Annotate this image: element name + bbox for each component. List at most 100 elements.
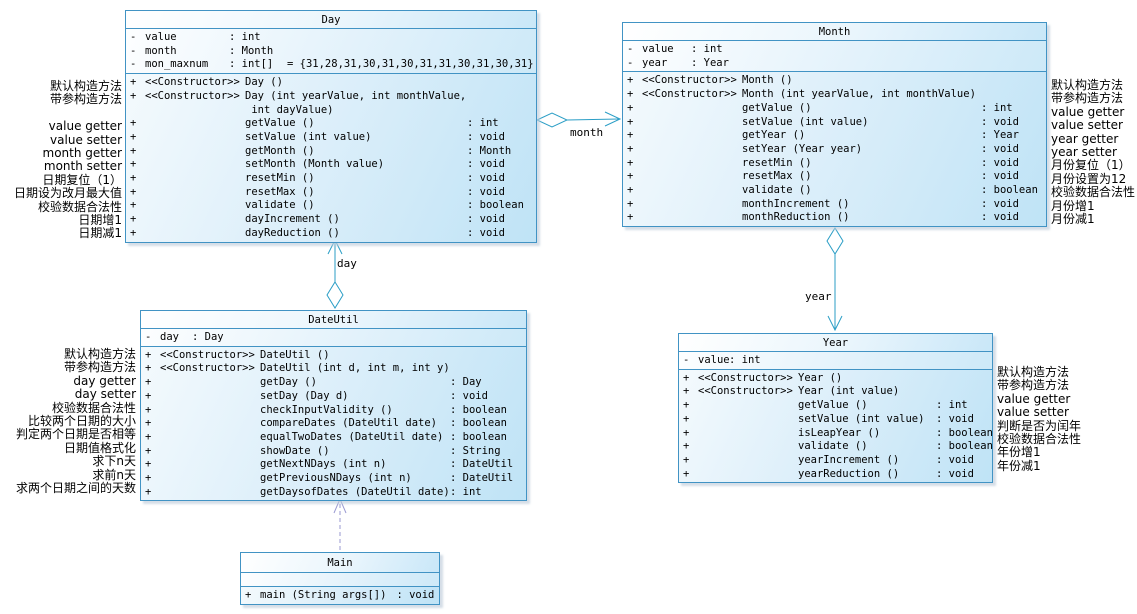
method-row: +setDay (Day d): void	[145, 389, 488, 402]
class-box-month[interactable]: Month -value: int -year: Year +<<Constru…	[622, 22, 1047, 228]
class-title: Day	[126, 11, 536, 29]
annotation-line: 默认构造方法	[49, 79, 122, 93]
method-row: +validate (): boolean	[130, 199, 524, 212]
class-title: DateUtil	[141, 311, 526, 329]
edge-label-day: day	[337, 257, 357, 270]
method-row: +getValue (): int	[683, 399, 968, 412]
annotation-line: month setter	[43, 159, 122, 174]
aggregation-month-year	[826, 227, 844, 332]
class-title: Month	[623, 23, 1046, 41]
methods-compartment: +<<Constructor>>DateUtil () +<<Construct…	[141, 346, 526, 501]
method-row: +getDaysofDates (DateUtil date): int	[145, 485, 482, 498]
annotation-line: month getter	[42, 146, 123, 161]
method-row: +resetMax (): void	[627, 170, 1019, 183]
method-row: +<<Constructor>>Month (int yearValue, in…	[627, 88, 976, 101]
annotation-line: value getter	[997, 391, 1071, 406]
method-row: +setValue (int value): void	[130, 130, 505, 143]
attribute-row: -mon_maxnum: int[]= {31,28,31,30,31,30,3…	[130, 58, 534, 71]
methods-compartment: +<<Constructor>>Day () +<<Constructor>>D…	[126, 74, 536, 242]
annotation-line: value getter	[1051, 104, 1125, 119]
annotation-line: 日期减1	[78, 226, 122, 241]
method-row: +<<Constructor>>DateUtil (int d, int m, …	[145, 362, 450, 375]
method-row: +<<Constructor>>Year ()	[683, 371, 843, 384]
attribute-row: -value: int	[130, 31, 261, 43]
method-row: +resetMax (): void	[130, 185, 505, 198]
annotation-line: 默认构造方法	[1051, 78, 1124, 92]
annotation-line: value setter	[50, 132, 122, 147]
attribute-row: -month: Month	[130, 44, 274, 57]
annotation-line: 月份设置为12	[1051, 171, 1127, 186]
dependency-main-dateutil	[333, 497, 347, 550]
method-row: +getNextNDays (int n): DateUtil	[145, 458, 514, 471]
methods-compartment: +<<Constructor>>Month () +<<Constructor>…	[623, 72, 1046, 227]
aggregation-day-month	[535, 111, 622, 128]
attribute-row: -value: int	[683, 354, 761, 366]
method-row: +<<Constructor>>Year (int value)	[683, 385, 900, 398]
annotation-line: 默认构造方法	[997, 365, 1070, 379]
method-row: +validate (): boolean	[627, 184, 1038, 197]
attributes-compartment: -day: Day	[141, 329, 526, 347]
class-title: Main	[241, 553, 439, 573]
method-row: +setYear (Year year): void	[627, 142, 1019, 155]
method-row: +getValue (): int	[627, 101, 1013, 114]
aggregation-dateutil-day	[326, 238, 344, 309]
class-box-day[interactable]: Day -value: int -month: Month -mon_maxnu…	[125, 10, 537, 243]
annotation-line: 年份减1	[997, 458, 1041, 473]
attribute-row: -day: Day	[145, 331, 224, 343]
class-box-dateutil[interactable]: DateUtil -day: Day +<<Constructor>>DateU…	[140, 310, 527, 502]
annotation-line	[0, 107, 122, 120]
method-row: +<<Constructor>>Day ()	[130, 76, 283, 89]
annotation-line: 月份复位（1）	[1051, 158, 1131, 173]
method-row: +resetMin (): void	[130, 172, 505, 185]
annotation-line: 日期复位（1）	[42, 172, 122, 187]
method-row: +monthIncrement (): void	[627, 197, 1019, 210]
annotation-line: 求两个日期之间的天数	[15, 481, 136, 496]
attribute-row: -year: Year	[627, 56, 729, 69]
method-row: +<<Constructor>>Month ()	[627, 74, 793, 87]
annotation-line: 带参构造方法	[1051, 91, 1124, 106]
annotation-line: year setter	[1051, 145, 1117, 160]
annotation-line: 年份增1	[997, 445, 1041, 460]
method-row: +getYear (): Year	[627, 129, 1019, 142]
method-row: +isLeapYear (): boolean	[683, 426, 993, 439]
annotation-line: 日期值格式化	[63, 440, 136, 455]
annotation-line: 日期设为改月最大值	[13, 186, 122, 201]
method-row: +monthReduction (): void	[627, 211, 1019, 224]
annotation-line: 判定两个日期是否相等	[15, 427, 136, 442]
method-row: +getValue (): int	[130, 117, 499, 130]
method-row: +resetMin (): void	[627, 156, 1019, 169]
method-row: +<<Constructor>>DateUtil ()	[145, 348, 330, 361]
method-row: +setValue (int value): void	[683, 412, 974, 425]
method-row: +dayReduction (): void	[130, 226, 505, 239]
class-box-year[interactable]: Year -value: int +<<Constructor>>Year ()…	[678, 333, 993, 484]
method-row: +compareDates (DateUtil date): boolean	[145, 417, 507, 430]
method-row: +yearReduction (): void	[683, 467, 974, 480]
annotation-line: 校验数据合法性	[51, 400, 136, 415]
annotation-line: day getter	[73, 373, 136, 388]
annotation-line: 月份减1	[1051, 212, 1095, 227]
class-title: Year	[679, 334, 992, 352]
annotation-line: day setter	[74, 387, 136, 402]
edge-label-month: month	[570, 126, 604, 139]
attribute-row: -value: int	[627, 43, 723, 55]
class-box-main[interactable]: Main +main (String args[]): void	[240, 552, 440, 605]
methods-compartment: +main (String args[]): void	[241, 587, 439, 604]
method-row: +equalTwoDates (DateUtil date): boolean	[145, 430, 507, 443]
annotation-line: value getter	[48, 119, 122, 134]
method-row: +main (String args[]): void	[245, 589, 435, 601]
annotation-line: 带参构造方法	[63, 360, 136, 375]
annotation-line: 日期增1	[78, 213, 122, 228]
annotation-line: 校验数据合法性	[37, 199, 122, 214]
method-row: +setMonth (Month value): void	[130, 158, 505, 171]
annotation-line: 带参构造方法	[49, 92, 122, 107]
annotation-line: year getter	[1051, 131, 1119, 146]
method-row: +getMonth (): Month	[130, 144, 512, 157]
annotation-line: 比较两个日期的大小	[27, 414, 136, 429]
annotation-line: 求前n天	[92, 467, 136, 482]
annotation-line: value setter	[997, 405, 1069, 420]
annotation-line: 带参构造方法	[997, 378, 1070, 393]
method-row: +getPreviousNDays (int n): DateUtil	[145, 472, 514, 485]
